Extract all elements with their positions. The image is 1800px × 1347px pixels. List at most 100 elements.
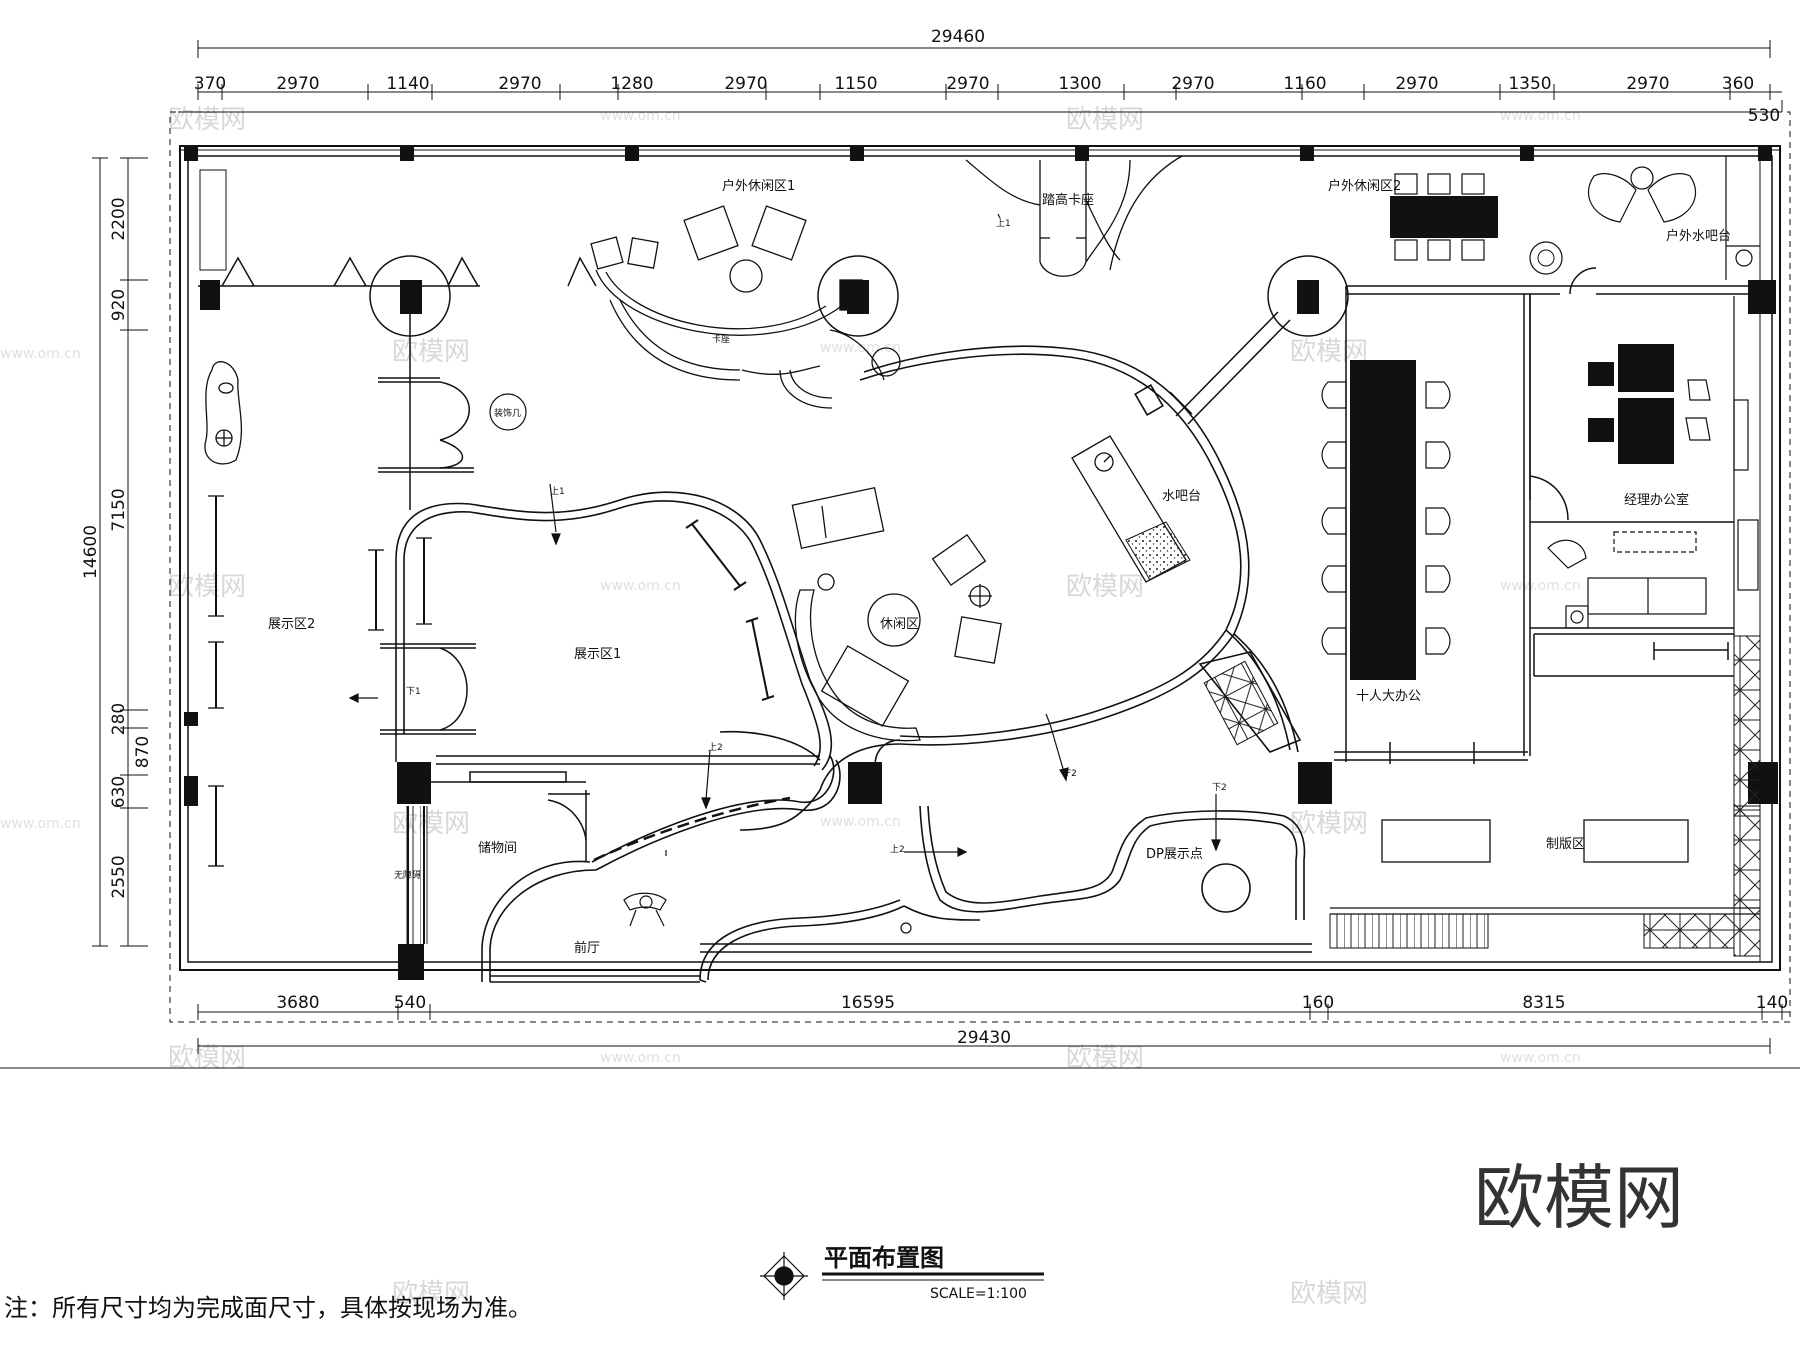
small-labels: 装饰几 卡座 上1 上1 上2 上2 下1 下2 F2 无障碍 — [394, 218, 1227, 881]
dim-bottom-5: 140 — [1756, 993, 1788, 1013]
label-up1: 上1 — [550, 486, 565, 497]
office-chair — [1321, 441, 1347, 469]
dim-left-0: 2200 — [109, 197, 129, 240]
label-up2: 上2 — [708, 742, 723, 753]
dim-top-5: 2970 — [724, 74, 767, 94]
label-water-bar: 水吧台 — [1162, 489, 1201, 504]
dim-left-3: 280 — [109, 703, 129, 735]
stair-hatch — [1203, 660, 1279, 746]
storage-shelf-hatch — [1733, 805, 1761, 957]
dim-top-8: 1300 — [1058, 74, 1101, 94]
label-lounge: 休闲区 — [880, 617, 919, 632]
dim-left-4: 870 — [133, 736, 153, 768]
label-dp-point: DP展示点 — [1146, 847, 1203, 862]
outdoor1-furniture — [590, 205, 901, 409]
label-storage: 储物间 — [478, 841, 517, 856]
office-chair — [1425, 507, 1451, 535]
watermark: 欧模网 — [168, 572, 246, 602]
storage-side-shelf — [404, 806, 428, 944]
office-chair — [1321, 627, 1347, 655]
label-outdoor-bar: 户外水吧台 — [1666, 228, 1731, 244]
label-display2: 展示区2 — [268, 617, 315, 632]
booth-area — [965, 155, 1183, 277]
direction-arrows — [348, 213, 1221, 857]
label-decor: 装饰几 — [494, 407, 521, 419]
watermark: 欧模网 — [1290, 809, 1368, 839]
brand-logo: 欧模网 — [1474, 1157, 1684, 1239]
dp-display-walls — [919, 805, 1306, 920]
label-outdoor2: 户外休闲区2 — [1328, 178, 1401, 194]
label-up1b: 上1 — [996, 218, 1011, 229]
office-chairs — [1321, 381, 1451, 655]
label-booth: 踏高卡座 — [1042, 192, 1094, 208]
top-total-dimension: 29460 — [931, 27, 985, 47]
storage-room — [430, 771, 590, 862]
label-print-area: 制版区 — [1546, 837, 1585, 852]
watermark: 欧模网 — [168, 105, 246, 135]
drawing-scale: SCALE=1:100 — [930, 1286, 1027, 1302]
watermark: 欧模网 — [1066, 105, 1144, 135]
watermark-url: www.om.cn — [0, 816, 81, 832]
conference-table — [1350, 360, 1416, 680]
dim-top-3: 2970 — [498, 74, 541, 94]
dim-top-11: 2970 — [1395, 74, 1438, 94]
office-chair — [1425, 381, 1451, 409]
dim-top-7: 2970 — [946, 74, 989, 94]
watermark-url: www.om.cn — [600, 1050, 681, 1066]
dim-bottom-3: 160 — [1302, 993, 1334, 1013]
top-dimension-ticks — [197, 84, 1771, 100]
watermark-url: www.om.cn — [0, 346, 81, 362]
watermark: 欧模网 — [1066, 572, 1144, 602]
dim-top-12: 1350 — [1508, 74, 1551, 94]
drawing-note: 注：所有尺寸均为完成面尺寸，具体按现场为准。 — [4, 1294, 532, 1322]
dim-top-4: 1280 — [610, 74, 653, 94]
label-lobby: 前厅 — [574, 940, 600, 956]
dim-top-9: 2970 — [1171, 74, 1214, 94]
dim-top-14: 360 — [1722, 74, 1754, 94]
dim-bottom-0: 3680 — [276, 993, 319, 1013]
label-up2b: 上2 — [890, 844, 905, 855]
lobby-stair-line — [593, 796, 791, 862]
label-display1: 展示区1 — [574, 647, 621, 662]
bar-counter-terrazzo — [1125, 521, 1191, 581]
dim-bottom-1: 540 — [394, 993, 426, 1013]
office-walls — [1334, 286, 1734, 764]
outdoor-strip — [198, 169, 1760, 337]
label-manager: 经理办公室 — [1624, 492, 1689, 508]
lobby-figure — [623, 850, 912, 934]
storage-shelf-hatch — [1733, 635, 1761, 817]
office-chair — [1321, 507, 1347, 535]
dim-left-2: 7150 — [109, 488, 129, 531]
watermark: 欧模网 — [392, 337, 470, 367]
office-chair — [1425, 627, 1451, 655]
outdoor-bar-furniture — [1588, 156, 1760, 280]
label-down2: 下2 — [1212, 783, 1227, 793]
manager-office — [1547, 296, 1759, 640]
display2-fixtures — [204, 361, 432, 867]
watermark-url: www.om.cn — [1500, 578, 1581, 594]
dim-top-0: 370 — [194, 74, 226, 94]
watermark-url: www.om.cn — [600, 108, 681, 124]
watermark-url: www.om.cn — [820, 814, 901, 830]
watermark: 欧模网 — [1290, 1279, 1368, 1309]
dim-bottom-4: 8315 — [1522, 993, 1565, 1013]
dim-bottom-2: 16595 — [841, 993, 895, 1013]
dim-top-6: 1150 — [834, 74, 877, 94]
label-store-side: 无障碍 — [394, 869, 421, 881]
lounge-furniture — [791, 486, 1002, 742]
plate-cabinet — [1643, 913, 1735, 949]
dim-top-10: 1160 — [1283, 74, 1326, 94]
watermark-url: www.om.cn — [820, 340, 901, 356]
office-chair — [1425, 441, 1451, 469]
display1-shelves — [489, 393, 775, 701]
bottom-total-dimension: 29430 — [957, 1028, 1011, 1048]
corridor-walls — [1169, 311, 1291, 425]
left-total-dimension: 14600 — [81, 525, 101, 579]
dim-top-right-extra: 530 — [1748, 106, 1780, 126]
bottom-dimensions — [197, 1004, 1790, 1054]
office-chair — [1321, 565, 1347, 593]
dim-top-13: 2970 — [1626, 74, 1669, 94]
label-office10: 十人大办公 — [1356, 689, 1421, 704]
watermark: 欧模网 — [392, 1279, 470, 1309]
office-chair — [1425, 565, 1451, 593]
